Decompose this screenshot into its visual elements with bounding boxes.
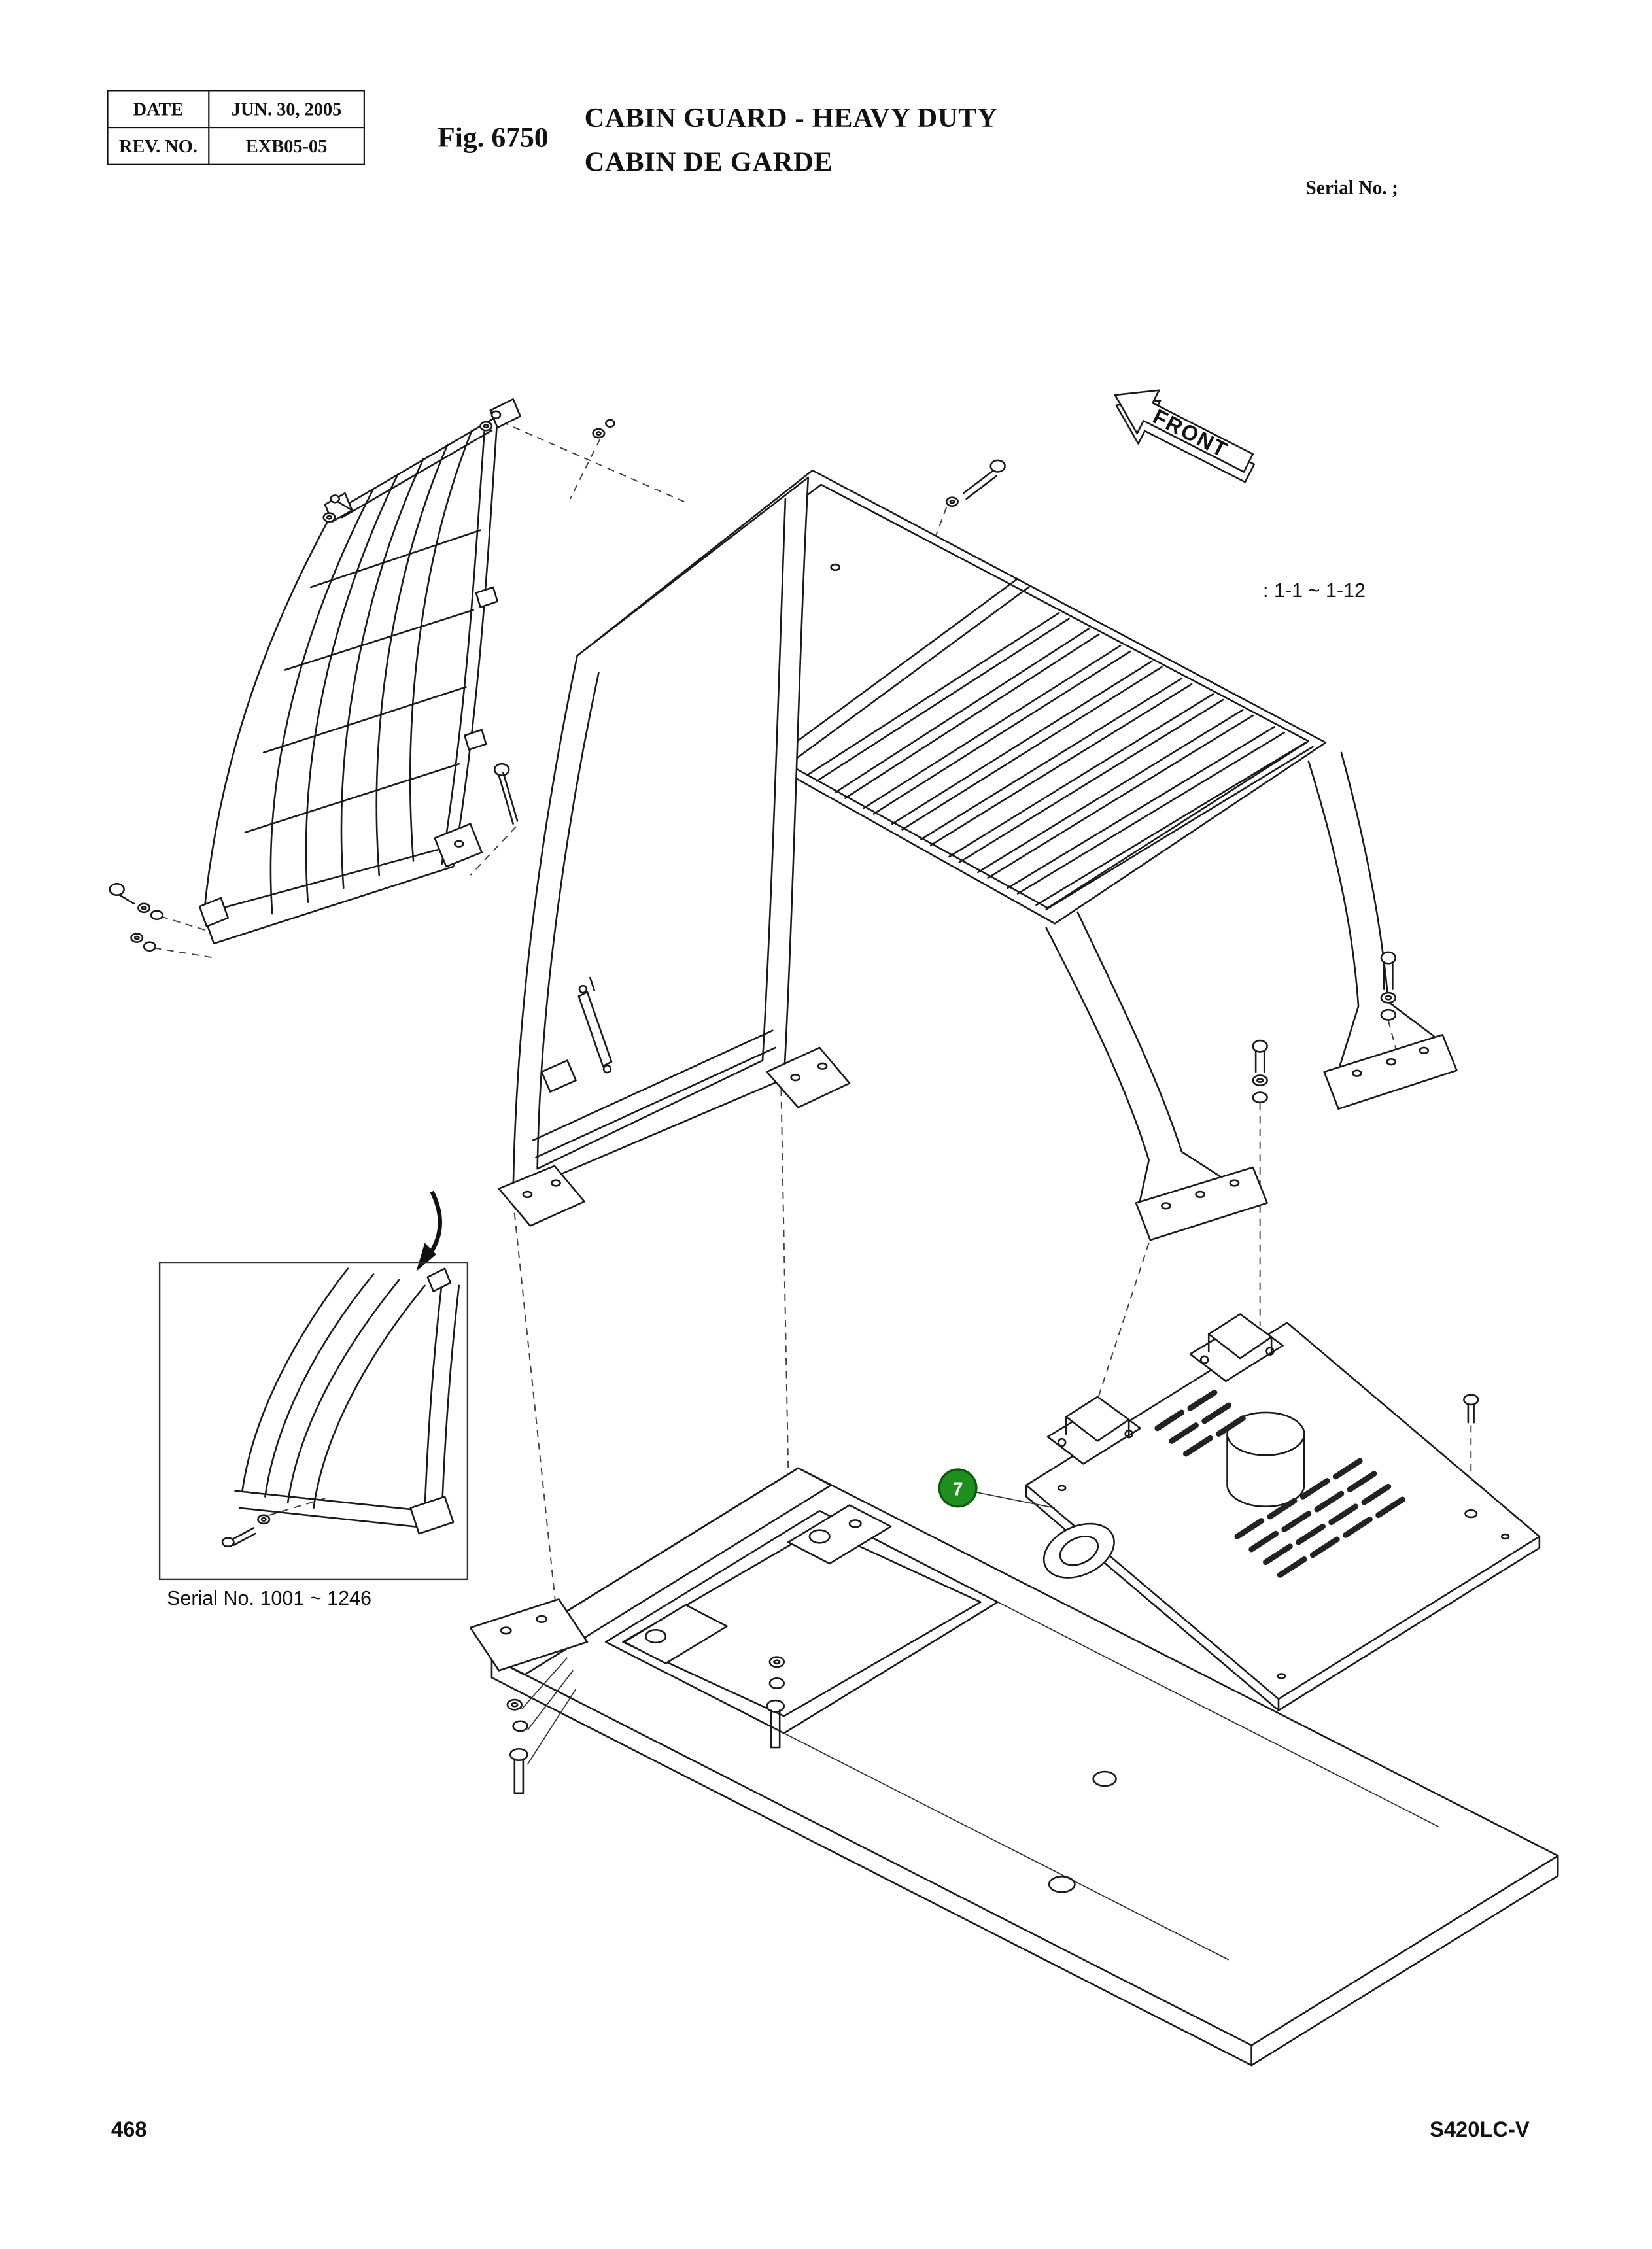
detail-inset [158,1190,469,1581]
mount-bracket [1189,1313,1284,1382]
cover-plate [1025,1313,1541,1711]
inset-serial-caption: Serial No. 1001 ~ 1246 [167,1586,371,1609]
front-window-frame [498,476,851,1227]
revno-label: REV. NO. [107,126,210,165]
page-number: 468 [111,2118,147,2142]
base-frame [469,1467,1559,2067]
gas-strut [577,991,613,1067]
date-value: JUN. 30, 2005 [208,90,365,129]
front-guard-grille [198,398,521,945]
revision-row-revno: REV. NO. EXB05-05 [107,126,365,165]
page-title: CABIN GUARD - HEAVY DUTY CABIN DE GARDE [585,97,998,185]
item-range-label: : 1-1 ~ 1-12 [1263,578,1366,602]
serial-number-note: Serial No. ; [1305,177,1398,198]
revision-row-date: DATE JUN. 30, 2005 [107,90,365,129]
model-code: S420LC-V [1430,2118,1530,2142]
title-english: CABIN GUARD - HEAVY DUTY [584,104,998,134]
front-arrow-icon: FRONT [1114,389,1255,483]
rear-legs [1045,751,1458,1241]
date-label: DATE [107,90,210,129]
title-french: CABIN DE GARDE [584,148,833,179]
inset-arrowhead [416,1243,436,1272]
callout-number: 7 [953,1479,963,1500]
revno-value: EXB05-05 [208,126,365,165]
callout-circle [938,1468,978,1508]
hardware-bolts [109,410,1397,1104]
figure-label: Fig. 6750 [438,122,549,154]
mount-bracket [1046,1396,1141,1465]
revision-table: DATE JUN. 30, 2005 REV. NO. EXB05-05 [107,90,365,165]
inset-box [158,1262,469,1581]
callout-7-badge: 7 [938,1468,1056,1509]
